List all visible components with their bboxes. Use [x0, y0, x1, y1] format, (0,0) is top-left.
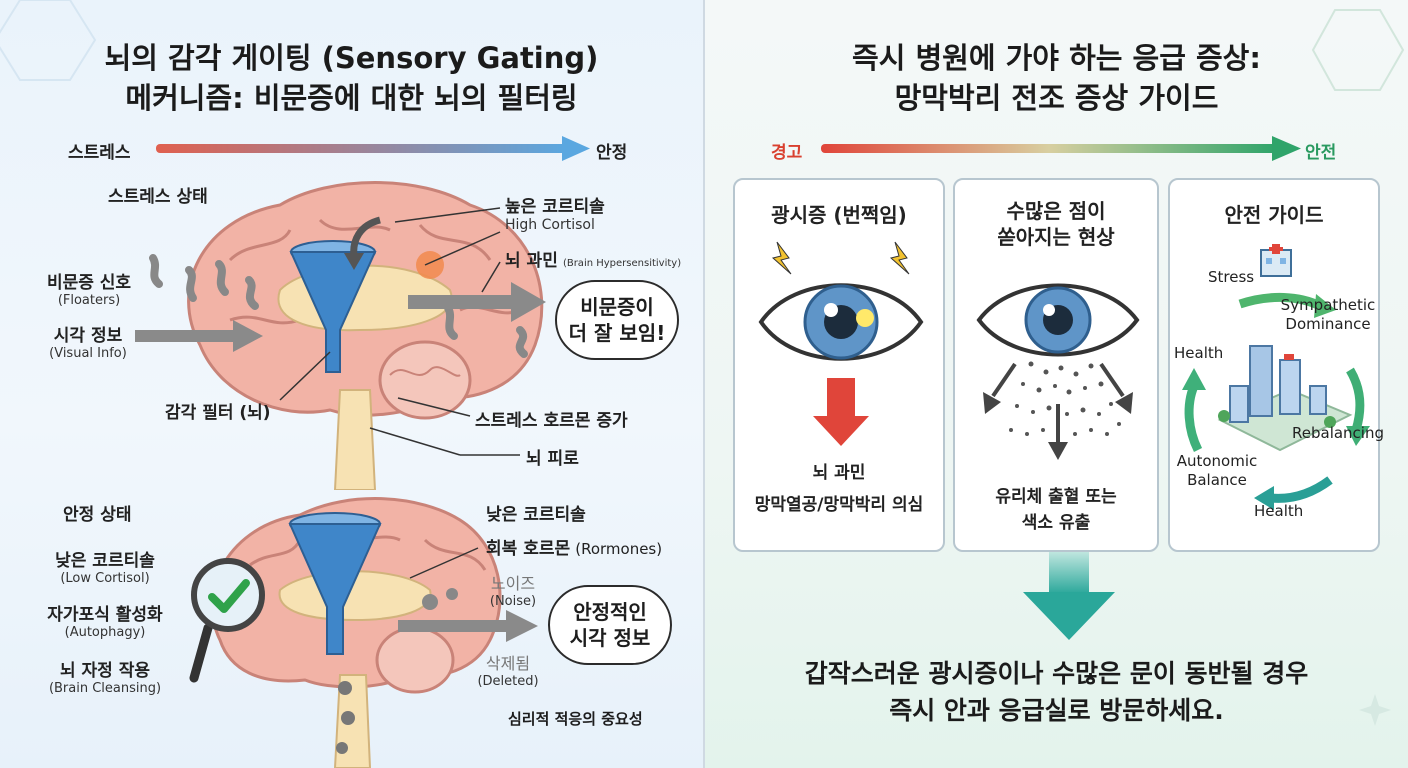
scale-stable-label: 안정: [596, 143, 628, 163]
scale-safe-label: 안전: [1305, 143, 1337, 163]
card-dots-text1: 유리체 출혈 또는: [995, 487, 1117, 507]
visual-info-arrow-icon: [135, 320, 263, 352]
brain-cleansing-label: 뇌 자정 작용 (Brain Cleansing): [48, 661, 162, 696]
floater-signal-label: 비문증 신호 (Floaters): [46, 273, 132, 308]
sensory-filter-label: 감각 필터 (뇌): [165, 403, 271, 423]
stable-brain-illustration: [210, 497, 502, 768]
card-shower-of-dots: 수많은 점이 쏟아지는 현상 유리체 출혈 또는 색소 유출: [953, 178, 1159, 552]
cycle-autonomic-label: Autonomic Balance: [1176, 452, 1258, 489]
adaptation-label: 심리적 적응의 중요성: [508, 710, 643, 728]
curved-down-arrow-icon: [344, 216, 382, 270]
scale-stress-label: 스트레스: [68, 143, 131, 163]
card-dots-title1: 수많은 점이: [1006, 199, 1106, 223]
cycle-health-top-label: Health: [1174, 344, 1224, 362]
cycle-city-icon: [1182, 293, 1370, 510]
visual-info-label: 시각 정보 (Visual Info): [49, 326, 127, 361]
cycle-sympathetic-label: Sympathetic Dominance: [1280, 296, 1376, 333]
hypersensitivity-label: 뇌 과민 (Brain Hypersensitivity): [505, 251, 682, 271]
stable-leader-lines: [409, 547, 479, 579]
deleted-label: 삭제됨 (Deleted): [477, 654, 539, 689]
noise-label: 노이즈 (Noise): [489, 574, 537, 609]
stable-output-arrow-icon: [398, 610, 538, 642]
stress-state-heading: 스트레스 상태: [108, 187, 208, 207]
left-panel: 뇌의 감각 게이팅 (Sensory Gating) 메커니즘: 비문증에 대한…: [0, 0, 703, 768]
card-photopsia: 광시증 (번쩍임) 뇌 과민 망막열공/망막박리 의심: [733, 178, 945, 552]
right-title: 즉시 병원에 가야 하는 응급 증상: 망막박리 전조 증상 가이드: [705, 38, 1408, 118]
autophagy-label: 자가포식 활성화 (Autophagy): [47, 605, 163, 640]
warning-line2: 즉시 안과 응급실로 방문하세요.: [889, 696, 1224, 725]
card-photopsia-text1: 뇌 과민: [812, 463, 866, 483]
output-arrow-icon: [408, 282, 546, 322]
magnifier-check-icon: [189, 558, 265, 683]
scale-warning-label: 경고: [771, 143, 803, 163]
card-photopsia-text2: 망막열공/망막박리 의심: [754, 495, 924, 515]
emergency-warning-message: 갑작스러운 광시증이나 수많은 문이 동반될 경우 즉시 안과 응급실로 방문하…: [705, 655, 1408, 729]
left-title-line1: 뇌의 감각 게이팅 (Sensory Gating): [104, 41, 599, 75]
card-safety-guide: 안전 가이드 Stress Sympathetic Dominan: [1168, 178, 1384, 552]
stress-hormone-label: 스트레스 호르몬 증가: [475, 411, 628, 431]
stable-visual-bubble: 안정적인 시각 정보: [548, 585, 672, 665]
eye-lightning-icon: [758, 241, 924, 446]
high-cortisol-label: 높은 코르티솔 High Cortisol: [505, 197, 605, 233]
floater-squiggles-icon: [149, 254, 259, 310]
warning-safe-scale-arrow: [821, 136, 1301, 161]
low-cortisol-right-label: 낮은 코르티솔: [486, 505, 586, 525]
cycle-rebalancing-label: Rebalancing: [1292, 424, 1384, 442]
low-cortisol-label: 낮은 코르티솔 (Low Cortisol): [55, 551, 155, 586]
stress-leader-lines: [279, 207, 520, 456]
left-title-line2: 메커니즘: 비문증에 대한 뇌의 필터링: [125, 81, 578, 115]
cycle-stress-label: Stress: [1208, 268, 1255, 286]
card-dots-text2: 색소 유출: [1021, 513, 1091, 533]
sparkle-decoration-icon: [1359, 694, 1391, 726]
stable-funnel-icon: [288, 512, 382, 655]
hexagon-decoration-icon: [1311, 9, 1405, 91]
panel-divider: [703, 0, 705, 768]
brain-fatigue-label: 뇌 피로: [526, 449, 579, 469]
stress-brain-illustration: [187, 181, 544, 490]
floaters-more-visible-bubble: 비문증이 더 잘 보임!: [555, 280, 679, 360]
down-arrow-icon: [1023, 552, 1115, 640]
right-title-line2: 망막박리 전조 증상 가이드: [894, 81, 1219, 115]
recovery-hormone-label: 회복 호르몬 (Rormones): [486, 539, 663, 559]
warning-line1: 갑작스러운 광시증이나 수많은 문이 동반될 경우: [804, 659, 1309, 688]
hexagon-decoration-icon: [0, 0, 97, 81]
card-dots-title2: 쏟아지는 현상: [997, 225, 1115, 249]
eye-dots-icon: [976, 283, 1140, 460]
stable-state-heading: 안정 상태: [63, 505, 132, 525]
cycle-health-bottom-label: Health: [1254, 502, 1304, 520]
right-panel: 즉시 병원에 가야 하는 응급 증상: 망막박리 전조 증상 가이드 경고 안전…: [705, 0, 1408, 768]
hospital-icon: [1260, 244, 1292, 277]
right-title-line1: 즉시 병원에 가야 하는 응급 증상:: [852, 41, 1261, 75]
card-safety-title: 안전 가이드: [1224, 203, 1324, 227]
card-photopsia-title: 광시증 (번쩍임): [771, 203, 907, 227]
output-floaters-icon: [444, 304, 528, 358]
stress-stable-scale-arrow: [156, 136, 590, 161]
left-title: 뇌의 감각 게이팅 (Sensory Gating) 메커니즘: 비문증에 대한…: [0, 38, 703, 118]
